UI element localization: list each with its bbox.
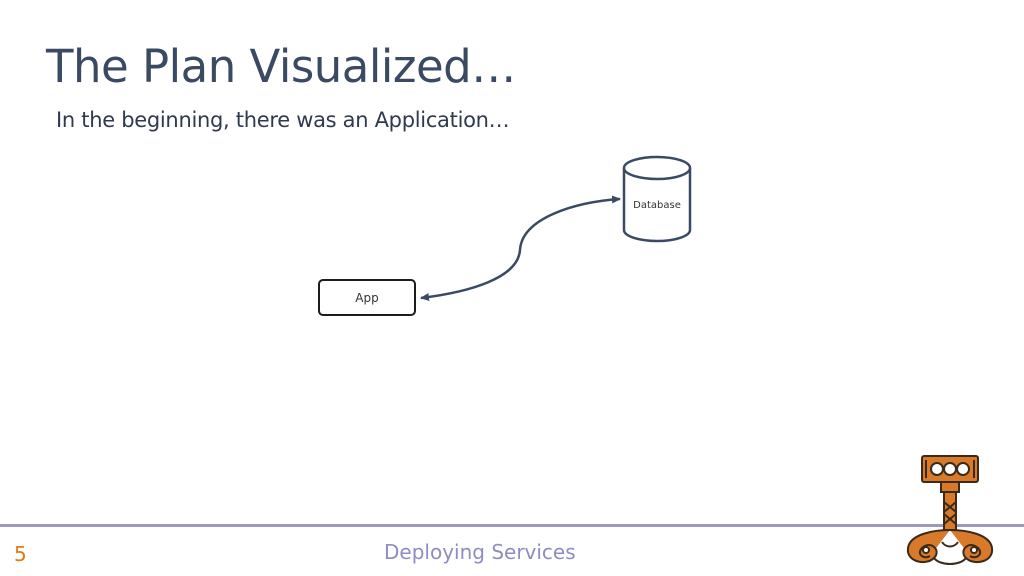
footer-divider bbox=[0, 524, 1024, 527]
slide-title: The Plan Visualized… bbox=[46, 40, 516, 93]
slide-subtitle: In the beginning, there was an Applicati… bbox=[56, 108, 510, 132]
app-node: App bbox=[318, 279, 416, 316]
app-node-label: App bbox=[355, 290, 379, 305]
hammer-logo-icon bbox=[906, 455, 994, 565]
database-node-label: Database bbox=[633, 200, 681, 211]
app-database-edge bbox=[420, 195, 621, 301]
database-node bbox=[622, 155, 692, 243]
page-number: 5 bbox=[14, 542, 27, 566]
footer-title: Deploying Services bbox=[384, 540, 576, 564]
